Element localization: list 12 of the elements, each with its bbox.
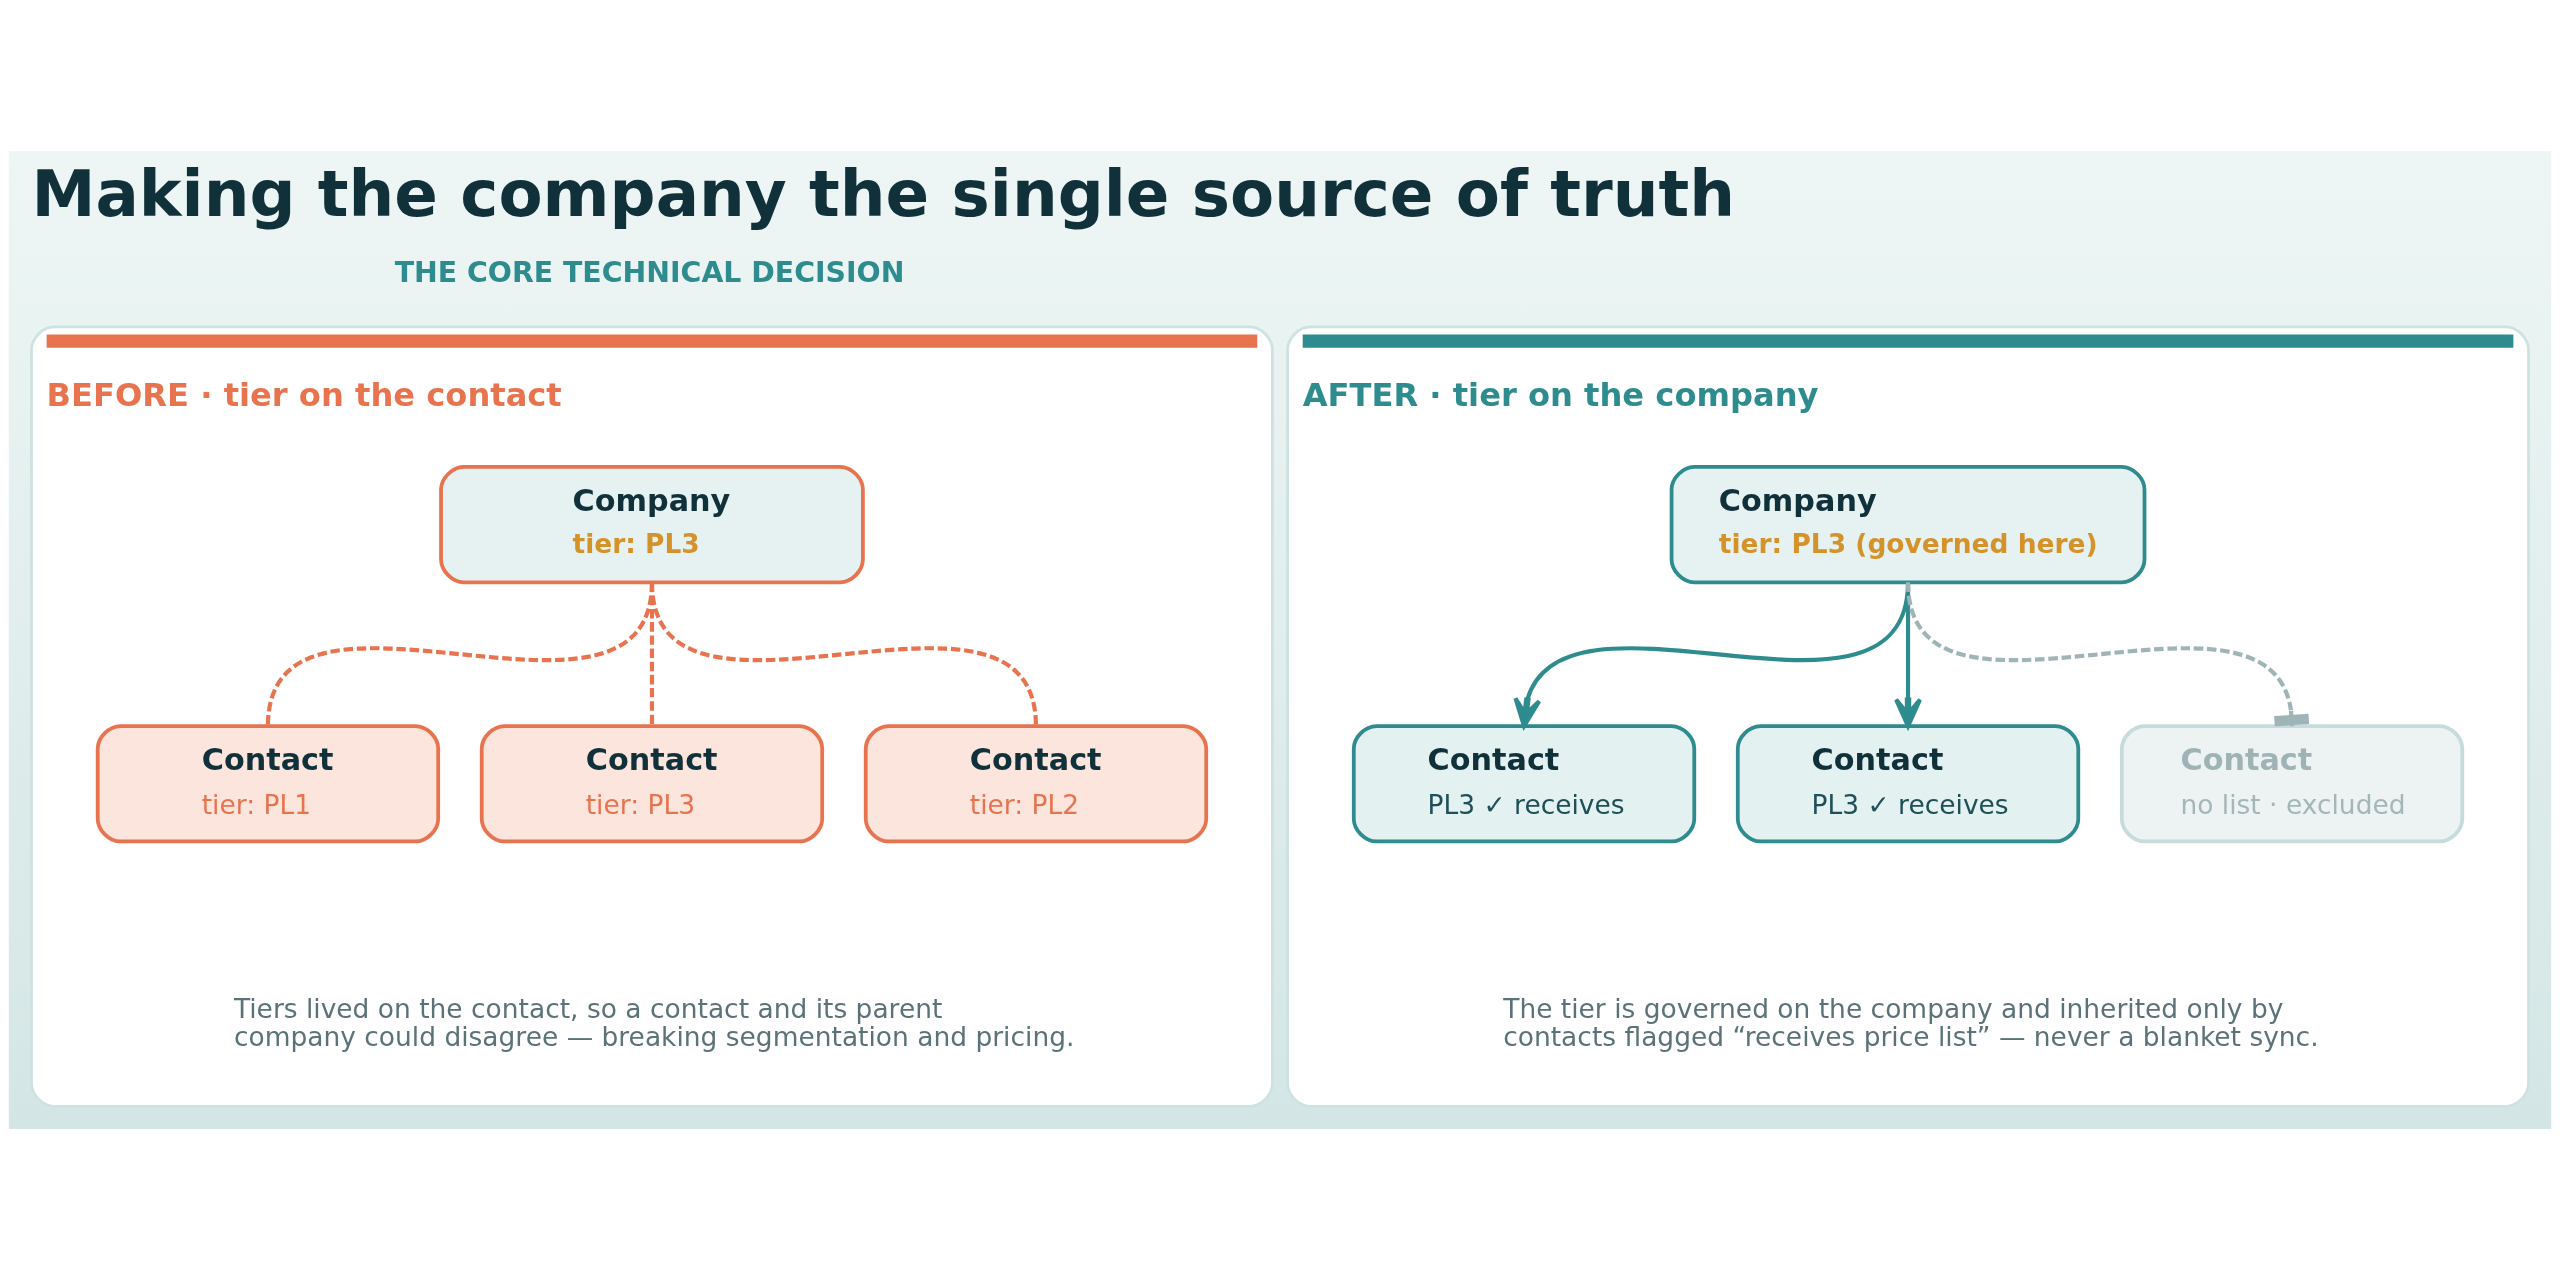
label: THE CORE TECHNICAL DECISION <box>394 256 905 290</box>
node-box: Contact PL3 ✓ receives <box>1735 724 2081 844</box>
node-box: Company tier: PL3 (governed here) <box>1669 465 2147 585</box>
node-box: Contact tier: PL1 <box>95 724 441 844</box>
connector <box>649 581 1038 727</box>
node-box: Contact tier: PL2 <box>863 724 1209 844</box>
connector <box>1906 581 2310 727</box>
diagram-title: Making the company the single source of truth <box>31 155 1736 231</box>
node-box: Contact no list · excluded <box>2119 724 2465 844</box>
node-box: Contact PL3 ✓ receives <box>1351 724 1697 844</box>
node-box: Company tier: PL3 <box>439 465 865 585</box>
node-box: Contact tier: PL3 <box>479 724 825 844</box>
